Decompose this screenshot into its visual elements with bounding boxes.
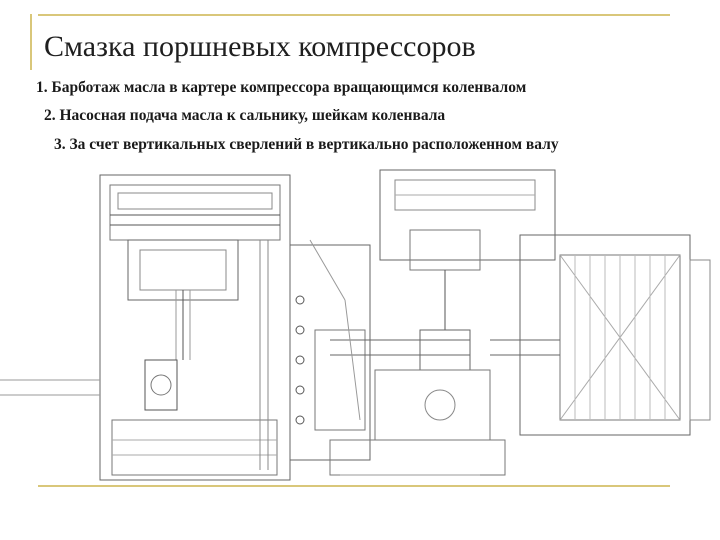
right-motor-section	[490, 234, 711, 436]
left-cylinder-block	[0, 174, 291, 481]
point-1: 1. Барботаж масла в картере компрессора …	[36, 79, 527, 96]
slide-title: Смазка поршневых компрессоров	[44, 30, 476, 63]
frame-bottom-line	[38, 485, 670, 487]
point-2: 2. Насосная подача масла к сальнику, шей…	[44, 107, 446, 124]
compressor-drawing	[0, 169, 711, 481]
frame-top-line	[38, 14, 670, 16]
middle-crankshaft-section	[289, 169, 556, 476]
frame-left-line	[30, 14, 32, 70]
point-3: 3. За счет вертикальных сверлений в верт…	[54, 136, 559, 153]
